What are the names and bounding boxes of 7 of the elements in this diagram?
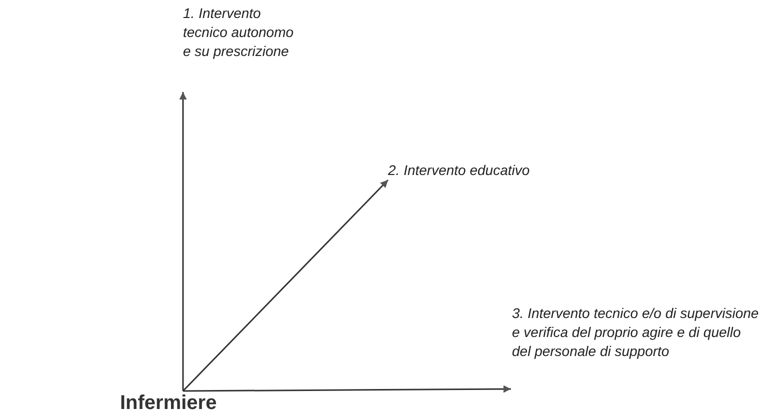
role-label: Infermiere <box>120 391 230 415</box>
arrow <box>179 92 187 391</box>
arrow <box>183 385 511 393</box>
arrow <box>182 179 389 392</box>
intervention-label: 1. Intervento tecnico autonomo e su prescrizione <box>183 4 295 61</box>
intervention-label: 2. Intervento educativo <box>388 161 608 180</box>
intervention-label: 3. Intervento tecnico e/o di supervisione e verifica del proprio agire e di quello del personale di supporto <box>512 304 762 361</box>
